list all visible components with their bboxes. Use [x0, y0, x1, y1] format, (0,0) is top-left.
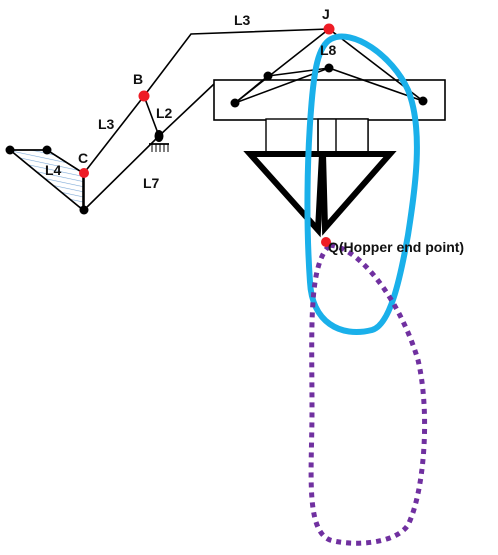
joint-l4-top-left [5, 145, 15, 155]
label-l3-left: L3 [98, 116, 115, 132]
label-l2: L2 [156, 105, 173, 121]
hopper-trajectory-purple [308, 242, 428, 546]
link-l2 [143, 95, 160, 137]
joint-frame-left [230, 98, 240, 108]
ground-pivot [149, 130, 169, 152]
label-l4: L4 [45, 162, 62, 178]
joint-frame-right [418, 96, 428, 106]
label-q: Q(Hopper end point) [328, 239, 464, 255]
label-l7: L7 [143, 175, 160, 191]
hopper-right [319, 151, 397, 236]
label-l8: L8 [320, 42, 337, 58]
link-l3-top [143, 28, 330, 97]
label-l3-top: L3 [234, 12, 251, 28]
link-l3-left [83, 95, 145, 174]
label-b: B [133, 71, 143, 87]
joint-lower-pivot [79, 205, 89, 215]
label-c: C [78, 150, 88, 166]
joint-c-marker [79, 168, 89, 178]
hopper-trajectory-blue [304, 33, 420, 335]
joint-l8-top [324, 63, 334, 73]
joint-frame-mid [263, 71, 273, 81]
joint-q-marker [321, 237, 331, 247]
joint-b-marker [138, 90, 150, 102]
frame-stem-inner [317, 118, 369, 155]
label-j: J [322, 6, 330, 22]
joint-j-marker [323, 23, 335, 35]
joint-l4-top-right [42, 145, 52, 155]
link-l4-plate [7, 149, 84, 212]
hopper-left [243, 151, 326, 238]
